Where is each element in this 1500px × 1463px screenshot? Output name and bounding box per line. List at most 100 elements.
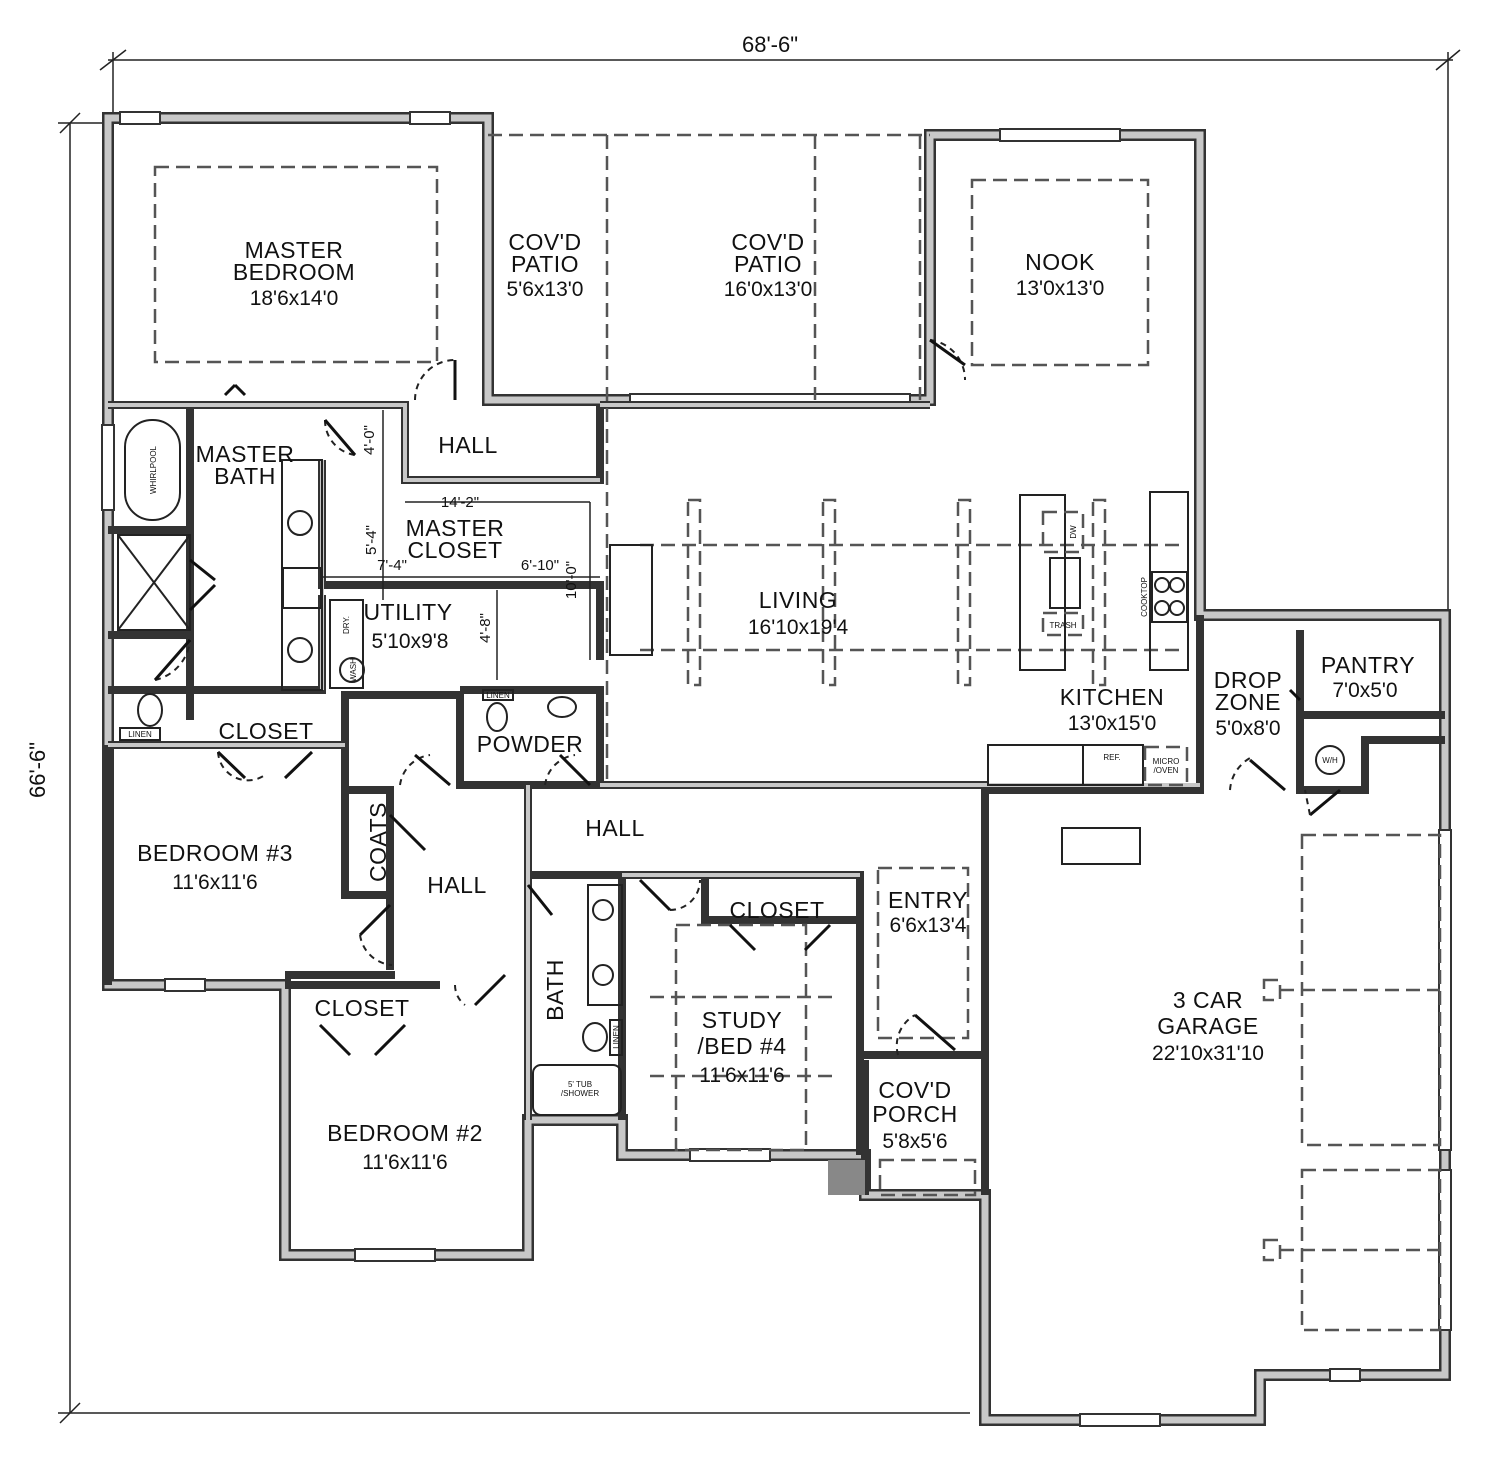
room-porch: PORCH: [872, 1101, 958, 1127]
room-kitchen-size: 13'0x15'0: [1068, 712, 1157, 735]
oven-label: /OVEN: [1154, 766, 1179, 775]
tub-shower: [532, 1064, 622, 1116]
room-closet-study: CLOSET: [729, 897, 824, 923]
fixtures: LINEN WHIRLPOOL DRY. WASH LINEN DW TRASH…: [117, 419, 1345, 1195]
room-patio-1: COV'D PATIO 5'6x13'0: [507, 229, 584, 301]
room-name: BEDROOM: [233, 259, 355, 285]
dashed-lines: [153, 133, 1442, 1332]
room-name: PATIO: [734, 251, 802, 277]
room-size: 18'6x14'0: [250, 287, 339, 310]
room-size: 16'0x13'0: [724, 278, 813, 301]
room-patio-2: COV'D PATIO 16'0x13'0: [724, 229, 813, 301]
kitchen-island: [1019, 494, 1066, 671]
doors: [153, 338, 1341, 1057]
water-heater-label: W/H: [1322, 756, 1338, 765]
room-study: STUDY: [702, 1007, 782, 1033]
room-utility: UTILITY: [363, 599, 452, 625]
room-pantry: PANTRY: [1321, 652, 1415, 678]
room-powder: POWDER: [477, 731, 584, 757]
room-closet: CLOSET: [218, 718, 313, 744]
closet-dimensions: 4'-0" 14'-2" 5'-4" 7'-4" 6'-10" 10'-0" 4…: [320, 410, 600, 680]
linen-label: LINEN: [612, 1025, 621, 1049]
washer-label: WASH: [349, 658, 358, 682]
room-living: LIVING: [759, 587, 837, 613]
room-entry-size: 6'6x13'4: [890, 914, 967, 937]
width-dimension: 68'-6": [742, 32, 798, 57]
shower: [117, 534, 191, 631]
micro-oven: [1143, 745, 1189, 787]
room-name: COV'D: [731, 229, 804, 255]
room-kitchen: KITCHEN: [1060, 684, 1164, 710]
room-bath: BATH: [542, 959, 568, 1021]
room-master-closet: CLOSET: [407, 537, 502, 563]
room-hall-top: HALL: [438, 432, 498, 458]
room-pantry-size: 7'0x5'0: [1332, 679, 1397, 702]
room-drop-zone: DROP: [1214, 667, 1282, 693]
linen-label: LINEN: [128, 730, 152, 739]
room-porch: COV'D: [878, 1077, 951, 1103]
washer-dryer: [329, 599, 364, 689]
overall-dimensions: 68'-6" 66'-6": [25, 32, 1461, 1424]
bath-vanity: [587, 884, 623, 1006]
room-garage: 3 CAR: [1173, 987, 1243, 1013]
shower-label: /SHOWER: [561, 1089, 599, 1098]
room-closet-b2: CLOSET: [314, 995, 409, 1021]
room-master-bath: MASTER: [196, 441, 295, 467]
room-drop-zone: ZONE: [1215, 689, 1281, 715]
water-heater: [1315, 745, 1345, 775]
room-utility-size: 5'10x9'8: [372, 630, 449, 653]
depth-dimension: 66'-6": [25, 742, 50, 798]
sink-icon: [287, 510, 313, 536]
closet-dim: 5'-4": [363, 525, 380, 555]
toilet: [486, 702, 508, 732]
room-coats: COATS: [365, 802, 391, 882]
toilet: [137, 693, 163, 727]
room-porch-size: 5'8x5'6: [882, 1130, 947, 1153]
ref-label: REF.: [1103, 753, 1120, 762]
tub-label: 5' TUB: [568, 1080, 592, 1089]
room-name: NOOK: [1025, 249, 1095, 275]
linen-label: LINEN: [486, 691, 510, 700]
sink-icon: [287, 637, 313, 663]
room-study-size: 11'6x11'6: [699, 1064, 784, 1087]
room-master-bath: BATH: [214, 463, 276, 489]
room-bedroom-3-size: 11'6x11'6: [172, 871, 257, 894]
dryer-label: DRY.: [342, 616, 351, 634]
room-study: /BED #4: [697, 1033, 786, 1059]
room-bedroom-2-size: 11'6x11'6: [362, 1151, 447, 1174]
trash-label: TRASH: [1049, 621, 1076, 630]
cooktop: [1151, 571, 1188, 623]
room-labels: MASTER BEDROOM 18'6x14'0 COV'D PATIO 5'6…: [137, 229, 1415, 1174]
dishwasher-label: DW: [1069, 525, 1078, 539]
exterior-walls: [102, 112, 1451, 1426]
toilet: [582, 1022, 608, 1052]
garage-storage: [1061, 827, 1141, 865]
kitchen-sink: [1049, 557, 1081, 609]
room-bedroom-2: BEDROOM #2: [327, 1120, 483, 1146]
room-hall-mid: HALL: [585, 815, 645, 841]
room-size: 5'6x13'0: [507, 278, 584, 301]
room-name: MASTER: [245, 237, 344, 263]
vanity: [281, 459, 323, 691]
room-name: COV'D: [508, 229, 581, 255]
closet-dim: 6'-10": [521, 557, 559, 574]
column: [828, 1160, 865, 1195]
micro-label: MICRO: [1153, 757, 1180, 766]
room-drop-zone-size: 5'0x8'0: [1215, 717, 1280, 740]
room-size: 13'0x13'0: [1016, 277, 1105, 300]
room-garage-size: 22'10x31'10: [1152, 1042, 1264, 1065]
sink-icon: [547, 696, 577, 718]
room-nook: NOOK 13'0x13'0: [1016, 249, 1105, 300]
room-master-closet: MASTER: [406, 515, 505, 541]
closet-dim: 14'-2": [441, 494, 479, 511]
closet-dim: 7'-4": [377, 557, 407, 574]
closet-dim: 4'-8": [477, 613, 494, 643]
closet-dim: 10'-0": [563, 561, 580, 599]
room-living-size: 16'10x19'4: [748, 616, 849, 639]
room-garage: GARAGE: [1157, 1013, 1258, 1039]
whirlpool-label: WHIRLPOOL: [149, 445, 158, 494]
room-hall-left: HALL: [427, 872, 487, 898]
room-master-bedroom: MASTER BEDROOM 18'6x14'0: [233, 237, 355, 310]
room-bedroom-3: BEDROOM #3: [137, 840, 293, 866]
